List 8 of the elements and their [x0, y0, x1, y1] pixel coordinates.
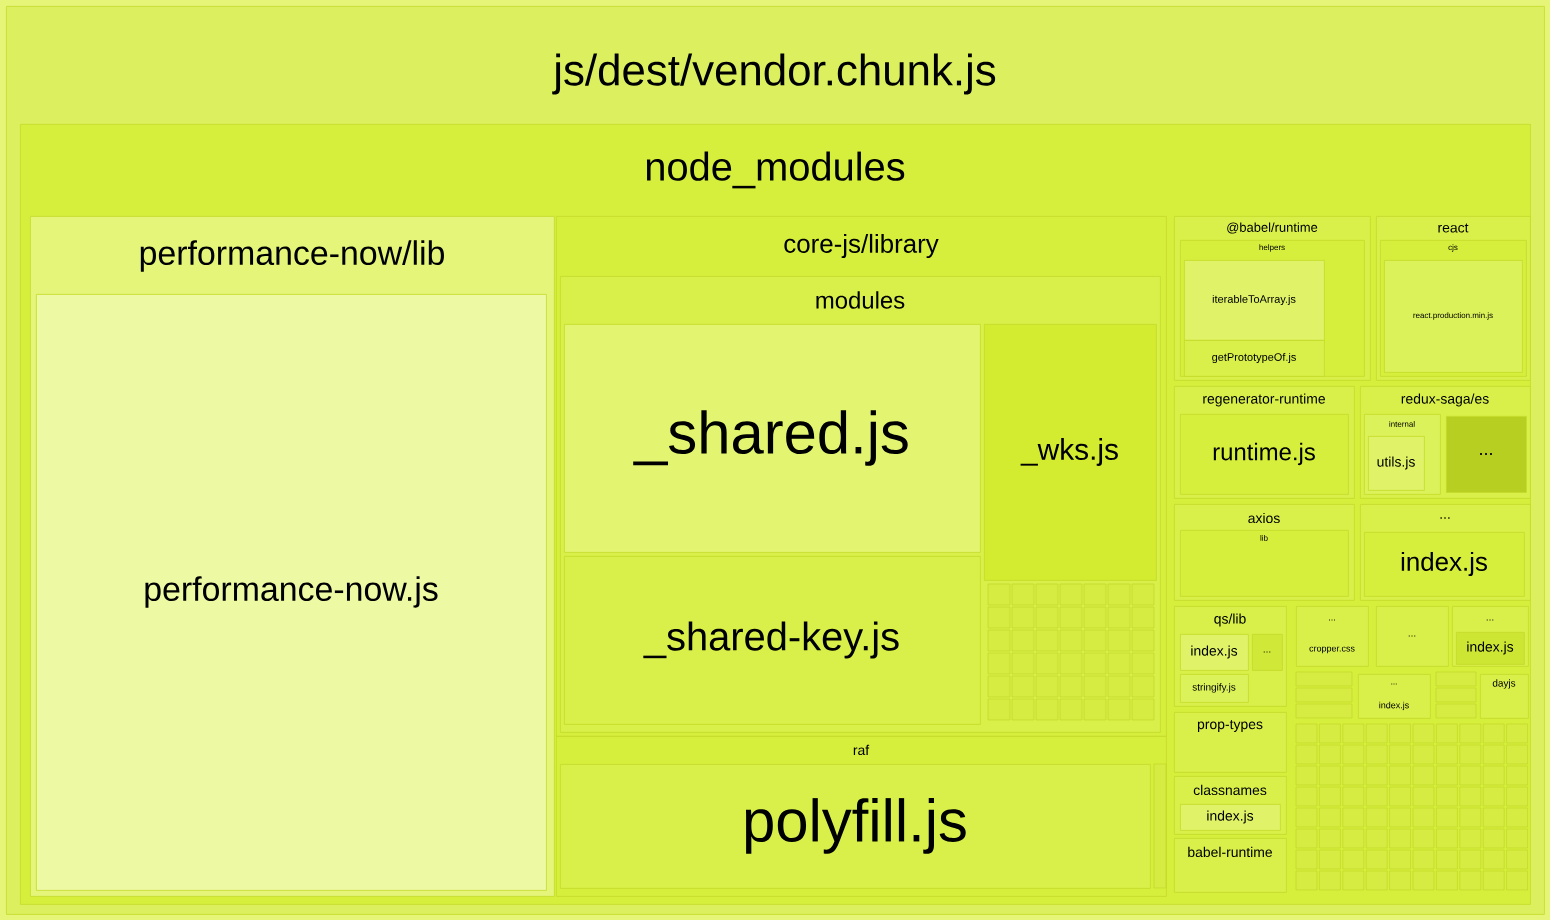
treemap-tile: _wks.js [984, 324, 1157, 581]
treemap-tile: performance-now.js [36, 294, 547, 891]
treemap-tile: runtime.js [1180, 414, 1349, 495]
treemap-tile: index.js [1364, 532, 1525, 597]
treemap-tile: polyfill.js [560, 764, 1151, 889]
treemap-tile: ... [1446, 416, 1527, 493]
treemap-tile: _shared.js [564, 324, 981, 553]
treemap-tile: _shared-key.js [564, 556, 981, 725]
